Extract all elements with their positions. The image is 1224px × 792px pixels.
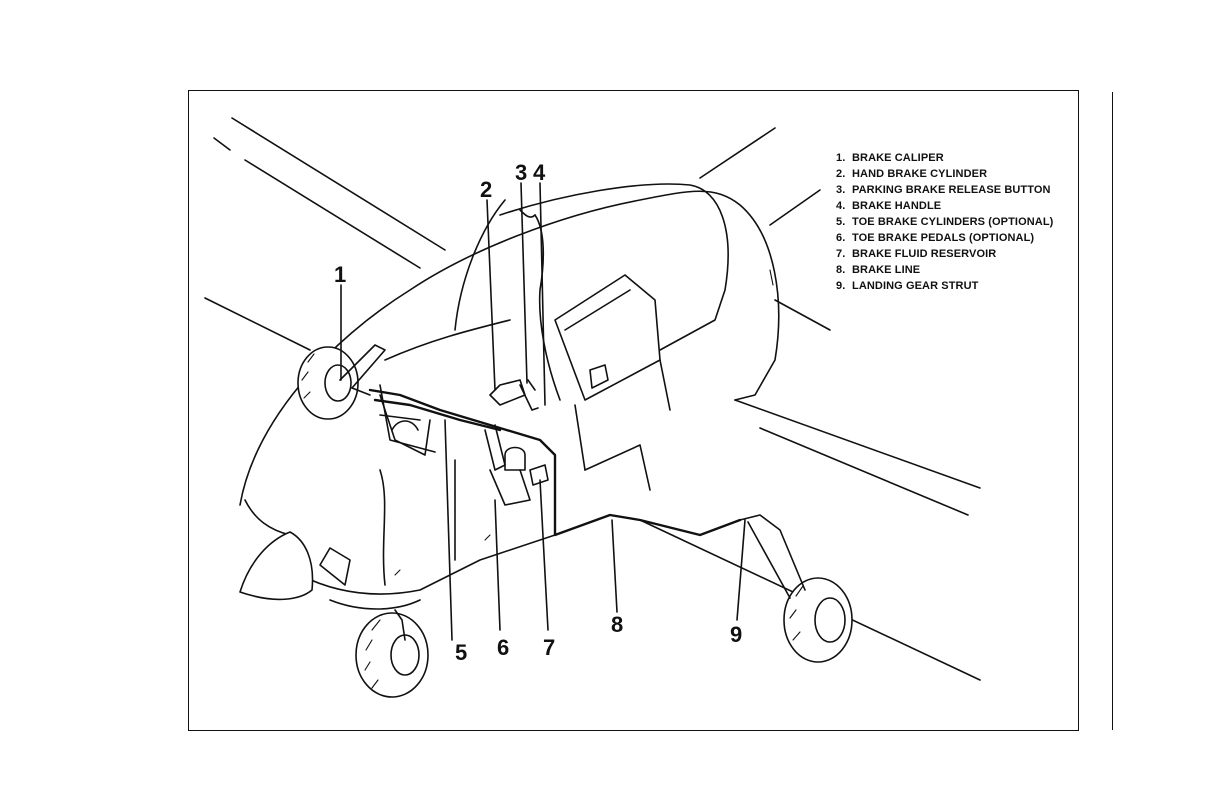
- propeller-spinner: [240, 532, 313, 599]
- brake-fluid-reservoir: [505, 448, 548, 486]
- callout-8: 8: [611, 612, 623, 637]
- callout-2: 2: [480, 177, 492, 202]
- horizontal-stabilizer: [700, 128, 820, 225]
- callout-3: 3: [515, 160, 527, 185]
- right-main-wheel: [740, 515, 852, 662]
- callout-1: 1: [334, 262, 346, 287]
- legend-item: 5.TOE BRAKE CYLINDERS (OPTIONAL): [836, 214, 1053, 230]
- callout-4: 4: [533, 160, 546, 185]
- callout-7: 7: [543, 635, 555, 660]
- legend-item: 4.BRAKE HANDLE: [836, 198, 1053, 214]
- legend-item: 8.BRAKE LINE: [836, 262, 1053, 278]
- parts-legend: 1.BRAKE CALIPER 2.HAND BRAKE CYLINDER 3.…: [836, 150, 1053, 294]
- callout-9: 9: [730, 622, 742, 647]
- brake-lines: [352, 385, 740, 535]
- legend-item: 3.PARKING BRAKE RELEASE BUTTON: [836, 182, 1053, 198]
- legend-item: 1.BRAKE CALIPER: [836, 150, 1053, 166]
- left-wing: [205, 118, 445, 350]
- nose-wheel: [356, 610, 428, 697]
- brake-handle: [520, 380, 538, 410]
- legend-item: 7.BRAKE FLUID RESERVOIR: [836, 246, 1053, 262]
- legend-item: 6.TOE BRAKE PEDALS (OPTIONAL): [836, 230, 1053, 246]
- callout-6: 6: [497, 635, 509, 660]
- callout-numbers: 1 2 3 4 5 6 7 8 9: [334, 160, 742, 665]
- callout-5: 5: [455, 640, 467, 665]
- legend-item: 9.LANDING GEAR STRUT: [836, 278, 1053, 294]
- legend-item: 2.HAND BRAKE CYLINDER: [836, 166, 1053, 182]
